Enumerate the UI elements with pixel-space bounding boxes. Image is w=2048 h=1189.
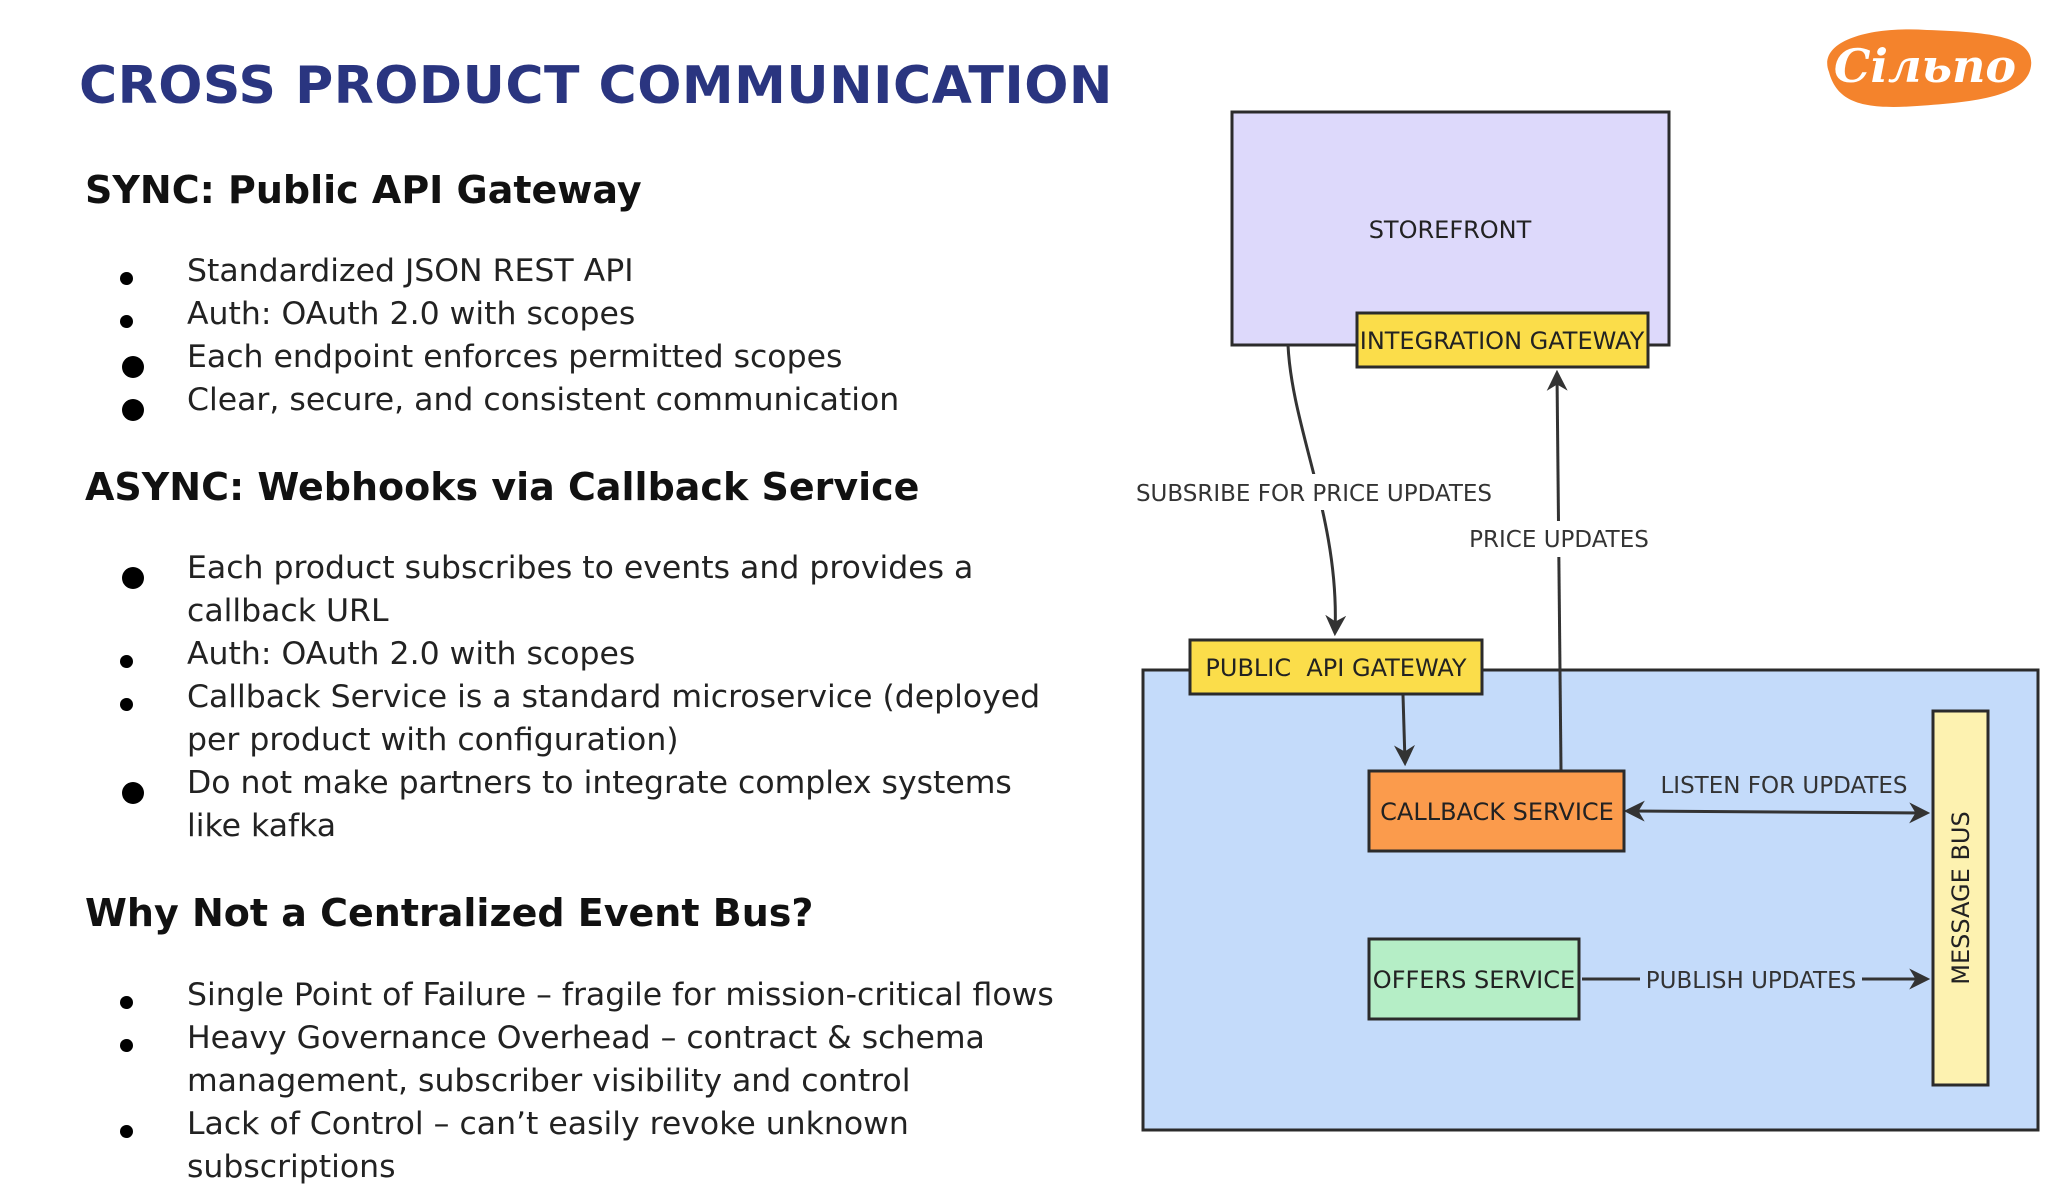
architecture-diagram: STOREFRONT MESSAGE BUS INTEGRATION GATEW… — [1136, 110, 2040, 1132]
section-heading-event-bus: Why Not a Centralized Event Bus? — [85, 891, 814, 935]
subscribe-label: SUBSRIBE FOR PRICE UPDATES — [1136, 481, 1492, 507]
bullet-text: Heavy Governance Overhead – contract & s… — [187, 1020, 985, 1099]
integration-gateway-label: INTEGRATION GATEWAY — [1360, 327, 1645, 355]
storefront-box — [1230, 110, 1671, 347]
bullet-text: Each endpoint enforces permitted scopes — [187, 339, 843, 375]
bullet-text: Each product subscribes to events and pr… — [187, 550, 974, 629]
silpo-logo: Сільпо — [1827, 29, 2032, 107]
offers-service-box — [1367, 937, 1581, 1021]
section-heading-async: ASYNC: Webhooks via Callback Service — [85, 465, 920, 509]
bullet-dot-icon — [120, 698, 133, 711]
bullet-dot-icon — [120, 315, 133, 328]
message-bus-label: MESSAGE BUS — [1947, 811, 1975, 984]
bullet-dot-icon — [122, 356, 144, 378]
bullet-text: Standardized JSON REST API — [187, 253, 634, 289]
subscribe-label-bg — [1138, 474, 1490, 510]
bullet-text: Single Point of Failure – fragile for mi… — [187, 977, 1054, 1013]
bullet-text: Auth: OAuth 2.0 with scopes — [187, 296, 636, 332]
bullet-dot-icon — [120, 1125, 133, 1138]
message-bus-box — [1931, 709, 1990, 1087]
gateway-to-callback-arrow — [1394, 694, 1415, 767]
publish-label: PUBLISH UPDATES — [1646, 968, 1856, 994]
bullet-text: Callback Service is a standard microserv… — [187, 679, 1041, 758]
bullet-dot-icon — [120, 655, 133, 668]
listen-label: LISTEN FOR UPDATES — [1660, 773, 1907, 799]
bullet-dot-icon — [120, 1039, 133, 1052]
callback-service-label: CALLBACK SERVICE — [1380, 798, 1614, 826]
public-api-gateway-label: PUBLIC API GATEWAY — [1205, 654, 1467, 682]
slide-title: CROSS PRODUCT COMMUNICATION — [79, 56, 1113, 116]
bullet-text: Auth: OAuth 2.0 with scopes — [187, 636, 636, 672]
bullet-dot-icon — [122, 567, 144, 589]
callback-service-box — [1367, 769, 1626, 853]
publish-label-bg — [1640, 962, 1862, 998]
bullet-text: Clear, secure, and consistent communicat… — [187, 382, 900, 418]
bullet-dot-icon — [122, 399, 144, 421]
public-api-gateway-box — [1188, 638, 1484, 696]
section-heading-sync: SYNC: Public API Gateway — [85, 168, 642, 212]
price-updates-arrow — [1546, 369, 1568, 771]
bullet-text: Do not make partners to integrate comple… — [187, 765, 1012, 844]
price-updates-label-bg — [1466, 521, 1652, 557]
bullet-dot-icon — [122, 782, 144, 804]
bullet-dot-icon — [120, 996, 133, 1009]
price-updates-label: PRICE UPDATES — [1469, 527, 1649, 553]
bullet-dot-icon — [120, 272, 133, 285]
logo-badge-shape — [1827, 29, 2032, 107]
platform-box — [1141, 668, 2040, 1132]
storefront-label: STOREFRONT — [1369, 216, 1532, 244]
offers-service-label: OFFERS SERVICE — [1373, 966, 1575, 994]
listen-arrow — [1623, 800, 1931, 824]
logo-wordmark: Сільпо — [1834, 39, 2016, 93]
integration-gateway-box — [1355, 311, 1650, 369]
